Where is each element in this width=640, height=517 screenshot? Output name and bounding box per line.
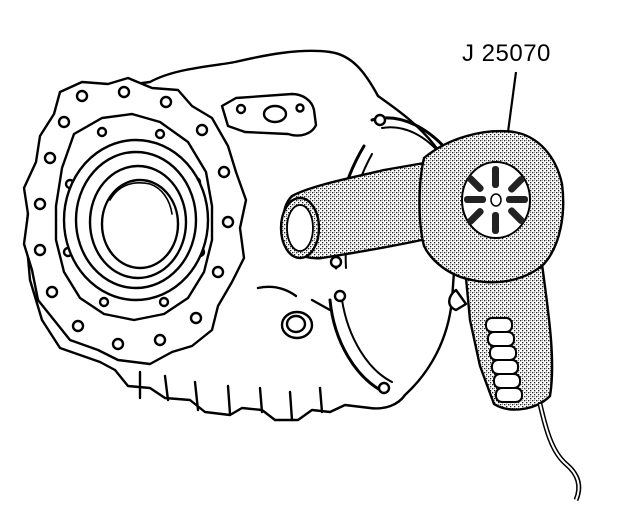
strain-relief	[485, 317, 523, 403]
top-boss-hole	[262, 104, 288, 124]
power-cord	[537, 403, 582, 501]
heat-gun	[279, 130, 582, 501]
transfer-case-housing	[22, 49, 460, 422]
tool-callout-label: J 25070	[462, 40, 551, 67]
seal-bore	[100, 178, 180, 270]
heat-gun-trigger	[448, 288, 468, 312]
callout-leader	[506, 71, 518, 133]
housing-ribs	[138, 370, 324, 422]
flange-bolts	[33, 85, 235, 351]
